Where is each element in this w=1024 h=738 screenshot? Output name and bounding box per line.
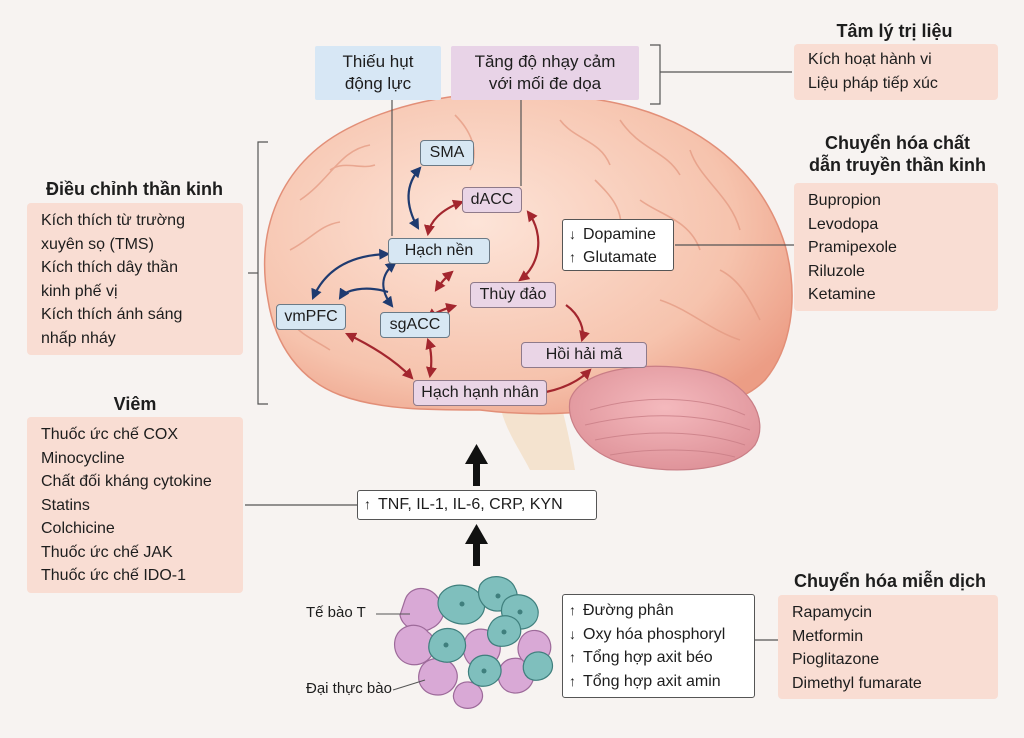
nt-drug-item: Pramipexole — [808, 239, 897, 256]
metabolic-row: ↑ Tổng hợp axit amin — [569, 670, 754, 694]
region-hippocampus: Hồi hải mã — [521, 342, 647, 368]
brain-cortex — [264, 91, 793, 420]
region-insula: Thùy đảo — [470, 282, 556, 308]
immunometabolism-item: Rapamycin — [792, 604, 873, 621]
nt-drug-item: Bupropion — [808, 192, 881, 209]
cytokine-label: TNF, IL-1, IL-6, CRP, KYN — [378, 496, 563, 513]
threat-sensitivity-box: Tăng độ nhạy cảm với mối đe dọa — [451, 46, 639, 100]
cytokine-box: ↑ TNF, IL-1, IL-6, CRP, KYN — [357, 490, 597, 520]
up-arrow-icon: ↑ — [569, 649, 576, 665]
motivation-deficit-line1: Thiếu hụt — [342, 52, 414, 71]
region-basal-ganglia: Hạch nền — [388, 238, 490, 264]
inflammation-item: Colchicine — [41, 520, 115, 537]
neuromodulation-item: xuyên sọ (TMS) — [41, 235, 154, 253]
up-arrow-icon: ↑ — [569, 602, 576, 618]
nt-drug-item: Riluzole — [808, 262, 865, 280]
nt-title-line2: dẫn truyền thần kinh — [808, 155, 986, 175]
threat-sensitivity-line1: Tăng độ nhạy cảm — [474, 52, 616, 71]
inflammation-item: Thuốc ức chế COX — [41, 426, 178, 443]
region-vmpfc: vmPFC — [276, 304, 346, 330]
neurotransmitter-drug-list: Bupropion Levodopa Pramipexole Riluzole … — [794, 183, 998, 311]
motivation-deficit-box: Thiếu hụt động lực — [315, 46, 441, 100]
inflammation-item: Thuốc ức chế IDO-1 — [41, 567, 186, 584]
psychotherapy-item: Kích hoạt hành vi — [808, 51, 932, 68]
inflammation-item: Statins — [41, 496, 90, 514]
glutamate-row: ↑ Glutamate — [569, 246, 673, 269]
metabolic-label: Tổng hợp axit amin — [583, 672, 721, 690]
immunometabolism-title: Chuyển hóa miễn dịch — [793, 571, 987, 591]
region-sma: SMA — [420, 140, 474, 166]
up-arrow-icon: ↑ — [569, 249, 576, 265]
metabolic-label: Oxy hóa phosphoryl — [583, 625, 726, 643]
immunometabolism-item: Metformin — [792, 627, 864, 645]
motivation-deficit-line2: động lực — [344, 74, 412, 93]
immunometabolism-item: Dimethyl fumarate — [792, 674, 922, 692]
glutamate-label: Glutamate — [583, 249, 657, 266]
psychotherapy-list: Kích hoạt hành vi Liệu pháp tiếp xúc — [794, 44, 998, 100]
down-arrow-icon: ↓ — [569, 226, 576, 242]
inflammation-title: Viêm — [113, 394, 157, 414]
neuromodulation-item: Kích thích dây thần — [41, 259, 178, 276]
neuromodulation-list: Kích thích từ trường xuyên sọ (TMS) Kích… — [27, 203, 243, 355]
metabolic-row: ↓ Oxy hóa phosphoryl — [569, 623, 754, 647]
threat-sensitivity-line2: với mối đe dọa — [488, 74, 602, 93]
metabolic-row: ↑ Tổng hợp axit béo — [569, 646, 754, 670]
up-arrow-icon: ↑ — [364, 496, 371, 512]
nt-drug-item: Ketamine — [808, 286, 876, 303]
neuromodulation-title: Điều chỉnh thần kinh — [45, 179, 223, 199]
macrophage-label: Đại thực bào — [306, 680, 392, 697]
nt-title-line1: Chuyển hóa chất — [824, 133, 971, 153]
t-cell-label: Tế bào T — [306, 604, 366, 621]
region-dacc: dACC — [462, 187, 522, 213]
immune-cells — [393, 576, 554, 709]
neurotransmitter-metabolism-title: Chuyển hóa chất dẫn truyền thần kinh — [790, 132, 1005, 176]
dopamine-row: ↓ Dopamine — [569, 223, 673, 246]
inflammation-list: Thuốc ức chế COX Minocycline Chất đối kh… — [27, 417, 243, 593]
neurotransmitter-change-box: ↓ Dopamine ↑ Glutamate — [562, 219, 674, 271]
inflammation-item: Thuốc ức chế JAK — [41, 543, 173, 561]
metabolic-row: ↑ Đường phân — [569, 599, 754, 623]
inflammation-item: Minocycline — [41, 449, 125, 467]
region-sgacc: sgACC — [380, 312, 450, 338]
nt-drug-item: Levodopa — [808, 215, 879, 233]
neuromodulation-item: Kích thích ánh sáng — [41, 306, 183, 323]
neuromodulation-item: kinh phế vị — [41, 282, 118, 300]
immunometabolism-item: Pioglitazone — [792, 651, 880, 668]
cerebellum — [568, 365, 761, 471]
neuromodulation-item: Kích thích từ trường — [41, 212, 185, 229]
dopamine-label: Dopamine — [583, 226, 656, 243]
down-arrow-icon: ↓ — [569, 625, 576, 642]
psychotherapy-item: Liệu pháp tiếp xúc — [808, 74, 938, 92]
up-arrow-icon: ↑ — [569, 672, 576, 689]
metabolic-label: Đường phân — [583, 602, 674, 619]
metabolic-label: Tổng hợp axit béo — [583, 649, 713, 666]
inflammation-item: Chất đối kháng cytokine — [41, 473, 212, 490]
metabolic-change-box: ↑ Đường phân ↓ Oxy hóa phosphoryl ↑ Tổng hợ… — [562, 594, 755, 698]
neuromodulation-item: nhấp nháy — [41, 329, 116, 347]
psychotherapy-title: Tâm lý trị liệu — [836, 21, 953, 41]
immunometabolism-list: Rapamycin Metformin Pioglitazone Dimethy… — [778, 595, 998, 699]
region-amygdala: Hạch hạnh nhân — [413, 380, 547, 406]
